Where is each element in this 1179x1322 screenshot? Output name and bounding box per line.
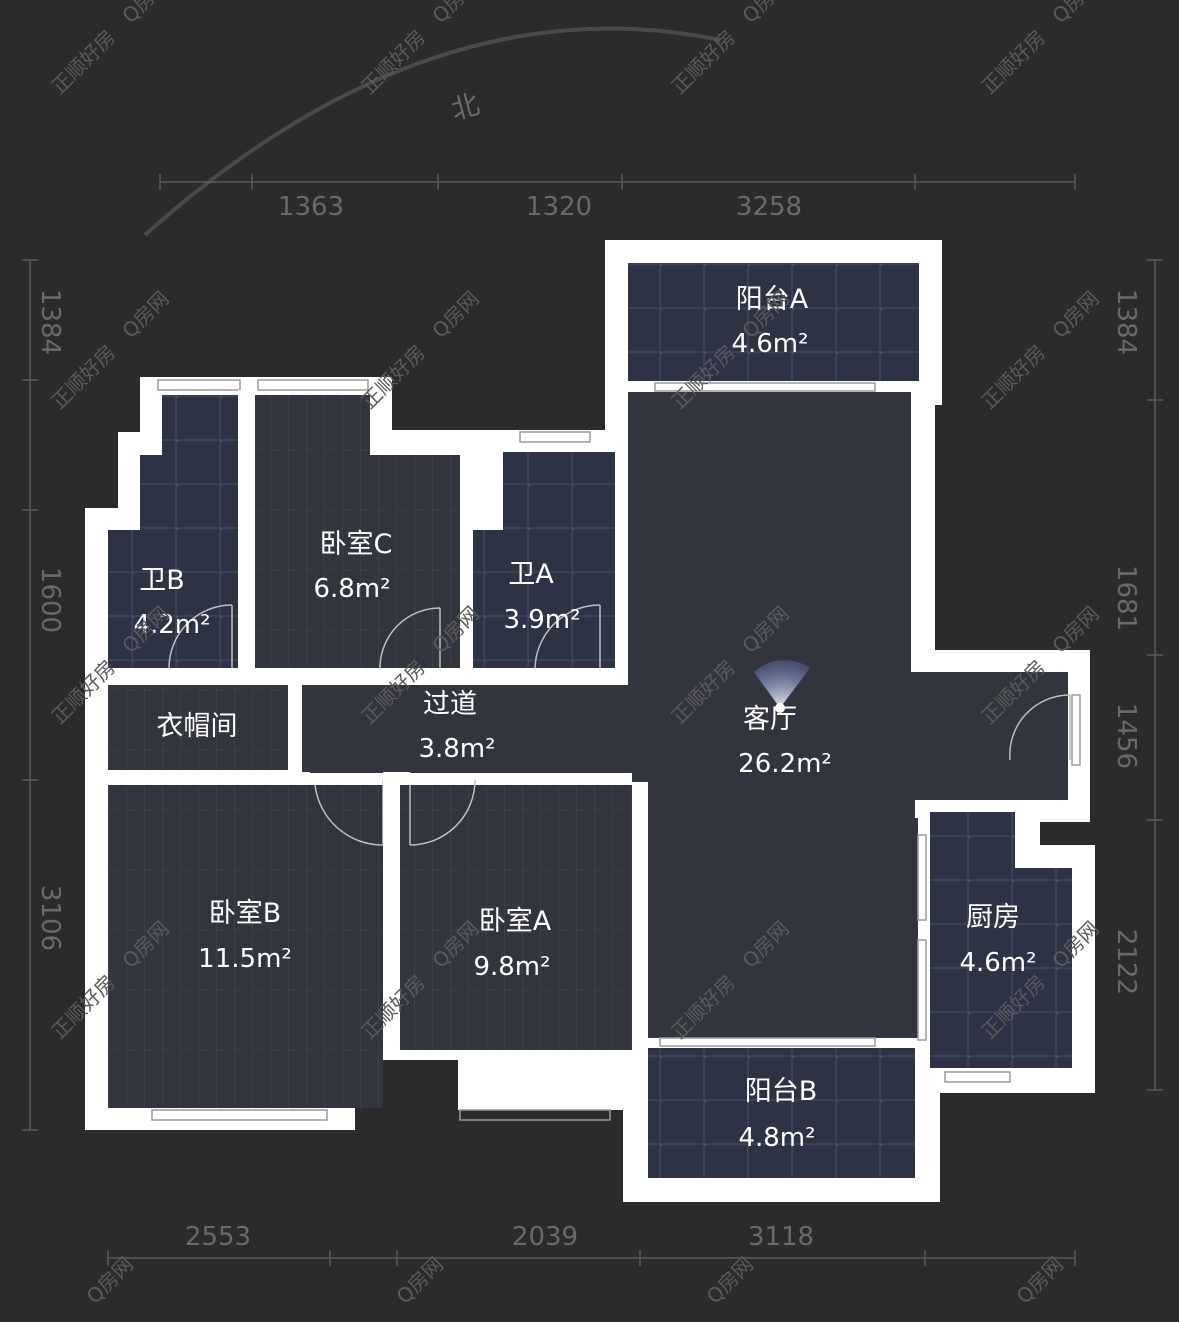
watermark-site: Q房网 xyxy=(1012,1252,1068,1308)
watermark-site: Q房网 xyxy=(737,0,793,28)
watermark-brand: 正顺好房 xyxy=(47,25,121,99)
watermark-brand: 正顺好房 xyxy=(977,340,1051,414)
room-bath-b xyxy=(108,395,238,668)
watermark-site: Q房网 xyxy=(392,1252,448,1308)
label-living-name: 客厅 xyxy=(743,704,797,735)
room-corridor xyxy=(302,685,632,773)
room-bath-a xyxy=(473,452,615,668)
watermark-site: Q房网 xyxy=(117,0,173,28)
label-bath-a-area: 3.9m² xyxy=(503,605,580,635)
dimension-left-3: 3106 xyxy=(35,885,65,951)
dimension-right-4: 2122 xyxy=(1111,929,1141,995)
room-kitchen xyxy=(930,812,1072,1068)
watermark-site: Q房网 xyxy=(1047,286,1103,342)
label-corridor-name: 过道 xyxy=(423,689,477,720)
watermark-site: Q房网 xyxy=(427,286,483,342)
watermark-site: Q房网 xyxy=(117,286,173,342)
windows xyxy=(151,379,1081,1121)
room-bedroom-a xyxy=(400,785,632,1050)
label-bedroom-c-name: 卧室C xyxy=(320,529,393,560)
dimension-bottom-2: 2039 xyxy=(512,1222,578,1252)
label-corridor-area: 3.8m² xyxy=(418,734,495,764)
watermark-site: Q房网 xyxy=(82,1252,138,1308)
room-bedroom-c xyxy=(255,395,460,668)
label-bedroom-c-area: 6.8m² xyxy=(313,574,390,604)
label-balcony-a-area: 4.6m² xyxy=(731,329,808,359)
label-bath-b-area: 4.2m² xyxy=(133,610,210,640)
camera-view-indicator xyxy=(754,660,810,713)
dimension-right-2: 1681 xyxy=(1111,565,1141,631)
dimension-right-1: 1384 xyxy=(1111,289,1141,355)
room-bedroom-b xyxy=(108,785,383,1108)
watermark-site: Q房网 xyxy=(1047,601,1103,657)
label-balcony-b-name: 阳台B xyxy=(745,1076,818,1107)
label-bedroom-a-area: 9.8m² xyxy=(473,952,550,982)
label-kitchen-area: 4.6m² xyxy=(959,948,1036,978)
label-cloakroom-name: 衣帽间 xyxy=(157,711,238,742)
label-bedroom-a-name: 卧室A xyxy=(479,906,552,937)
label-bedroom-b-name: 卧室B xyxy=(209,898,282,929)
inner-walls xyxy=(108,390,1040,1112)
dimension-top-3: 3258 xyxy=(736,192,802,222)
dimension-top-1: 1363 xyxy=(278,192,344,222)
dimension-left-1: 1384 xyxy=(35,289,65,355)
label-living-area: 26.2m² xyxy=(738,749,832,779)
room-balcony-a xyxy=(628,263,919,381)
label-bath-b-name: 卫B xyxy=(139,565,185,596)
room-cloakroom xyxy=(108,685,288,770)
dimension-bottom-1: 2553 xyxy=(185,1222,251,1252)
rooms xyxy=(108,263,1072,1178)
label-balcony-a-name: 阳台A xyxy=(736,284,809,315)
dimension-bottom-3: 3118 xyxy=(748,1222,814,1252)
label-balcony-b-area: 4.8m² xyxy=(738,1123,815,1153)
label-kitchen-name: 厨房 xyxy=(966,902,1020,933)
watermark-site: Q房网 xyxy=(427,0,483,28)
watermark-site: Q房网 xyxy=(702,1252,758,1308)
dimension-lines xyxy=(22,174,1163,1266)
label-bedroom-b-area: 11.5m² xyxy=(198,944,292,974)
compass-label: 北 xyxy=(447,87,483,126)
watermark-brand: 正顺好房 xyxy=(357,340,431,414)
watermark-site: Q房网 xyxy=(1047,0,1103,28)
room-living xyxy=(628,392,1068,1038)
label-bath-a-name: 卫A xyxy=(508,559,554,590)
dimension-right-3: 1456 xyxy=(1111,703,1141,769)
watermark-brand: 正顺好房 xyxy=(977,25,1051,99)
compass-arc xyxy=(143,26,721,237)
dimension-left-2: 1600 xyxy=(35,567,65,633)
dimension-top-2: 1320 xyxy=(526,192,592,222)
room-balcony-b xyxy=(648,1048,915,1178)
doors xyxy=(168,604,1071,846)
